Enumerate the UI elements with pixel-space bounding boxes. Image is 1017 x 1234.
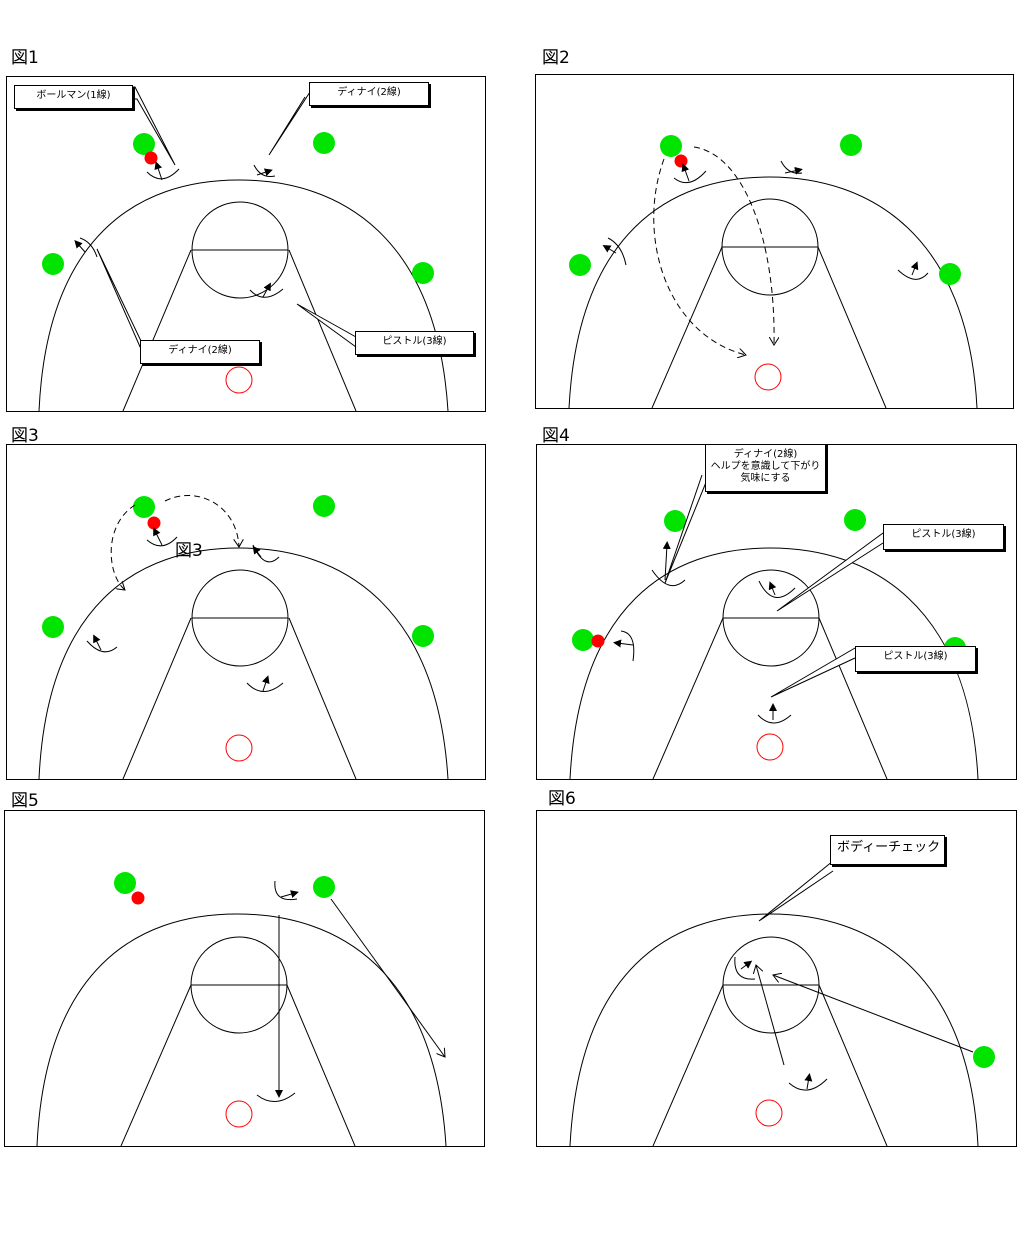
figure-6-court: [569, 860, 995, 1146]
figure-2-label: 図2: [542, 48, 570, 68]
basket: [756, 733, 784, 761]
callout-pointers: [758, 860, 834, 922]
deny-help-callout: ディナイ(2線) ヘルプを意識して下がり 気味にする: [705, 445, 826, 492]
movement-paths: [756, 965, 974, 1066]
offense-player: [412, 262, 434, 284]
basket: [755, 1099, 783, 1127]
basket: [225, 1100, 253, 1128]
offense-player: [313, 495, 335, 517]
lane-line-right: [288, 249, 357, 411]
deny-help-line-2: ヘルプを意識して下がり: [710, 461, 821, 472]
pistol-callout-top: ピストル(3線): [883, 524, 1004, 550]
ball-holder: [144, 151, 158, 165]
offense-player: [42, 616, 64, 638]
bodycheck-callout: ボディーチェック: [830, 835, 945, 865]
figure-1-label: 図1: [11, 48, 39, 68]
pistol-callout-bottom: ピストル(3線): [855, 646, 976, 672]
offense-player: [840, 134, 862, 156]
lane-line-left: [652, 617, 724, 779]
offense-player: [973, 1046, 995, 1068]
figure-5-label: 図5: [11, 791, 39, 811]
figure-6-label: 図6: [548, 789, 576, 809]
deny-callout-bottom: ディナイ(2線): [140, 340, 260, 364]
basket: [225, 734, 253, 762]
deny-callout-top: ディナイ(2線): [309, 82, 429, 106]
defender-stances: [256, 880, 299, 1102]
deny-help-line-3: 気味にする: [740, 473, 791, 484]
offense-player: [664, 510, 686, 532]
defender-stances: [602, 160, 929, 280]
stray-figure-label: 図3: [175, 541, 203, 561]
lane-line-right: [288, 617, 357, 779]
ball-holder: [147, 516, 161, 530]
lane-line-left: [651, 246, 723, 408]
figure-4-panel: ディナイ(2線) ヘルプを意識して下がり 気味にする ピストル(3線) ピストル…: [536, 444, 1017, 780]
figure-3-court: [38, 495, 449, 779]
lane-line-left: [122, 249, 192, 411]
lane-line-left: [652, 984, 724, 1146]
offense-player: [42, 253, 64, 275]
offense-player: [412, 625, 434, 647]
defender-stances: [734, 956, 828, 1091]
callout-pointers: [664, 474, 884, 698]
three-point-arc: [36, 913, 447, 1146]
lane-line-right: [818, 617, 888, 779]
deny-help-line-1: ディナイ(2線): [733, 449, 798, 460]
lane-line-left: [122, 617, 192, 779]
ball-holder: [131, 891, 145, 905]
defender-stances: [613, 541, 796, 724]
offense-player: [569, 254, 591, 276]
callout-pointers: [96, 85, 357, 350]
offense-player: [313, 876, 335, 898]
movement-path: [330, 898, 445, 1057]
figure-6-panel: ボディーチェック: [536, 810, 1017, 1147]
figure-2-court: [568, 134, 978, 408]
defender-stances: [86, 527, 284, 692]
figure-5-panel: [4, 810, 485, 1147]
figure-4-court: [569, 474, 979, 779]
three-point-arc: [38, 179, 449, 411]
offense-player: [114, 872, 136, 894]
movement-paths: [110, 495, 239, 590]
figure-3-panel: 図3: [6, 444, 486, 780]
offense-player: [844, 509, 866, 531]
defender-stances: [74, 161, 284, 298]
pistol-callout: ピストル(3線): [355, 331, 474, 355]
figure-5-court: [36, 872, 447, 1146]
figure-2-panel: [535, 74, 1014, 409]
lane-line-right: [817, 246, 887, 408]
figure-3-label: 図3: [11, 426, 39, 446]
lane-line-right: [818, 984, 888, 1146]
lane-line-left: [120, 984, 192, 1146]
ball-holder: [591, 634, 605, 648]
ballman-callout: ボールマン(1線): [14, 85, 133, 109]
basket: [225, 366, 253, 394]
ball-holder: [674, 154, 688, 168]
three-point-arc: [38, 547, 449, 779]
figure-4-label: 図4: [542, 426, 570, 446]
movement-paths: [653, 146, 774, 355]
offense-player: [660, 135, 682, 157]
offense-player: [133, 133, 155, 155]
offense-player: [572, 629, 594, 651]
offense-player: [133, 496, 155, 518]
offense-player: [939, 263, 961, 285]
figure-1-panel: ボールマン(1線) ディナイ(2線) ディナイ(2線) ピストル(3線): [6, 76, 486, 412]
basket: [754, 363, 782, 391]
three-point-arc: [568, 176, 978, 408]
lane-line-right: [286, 984, 356, 1146]
offense-player: [313, 132, 335, 154]
